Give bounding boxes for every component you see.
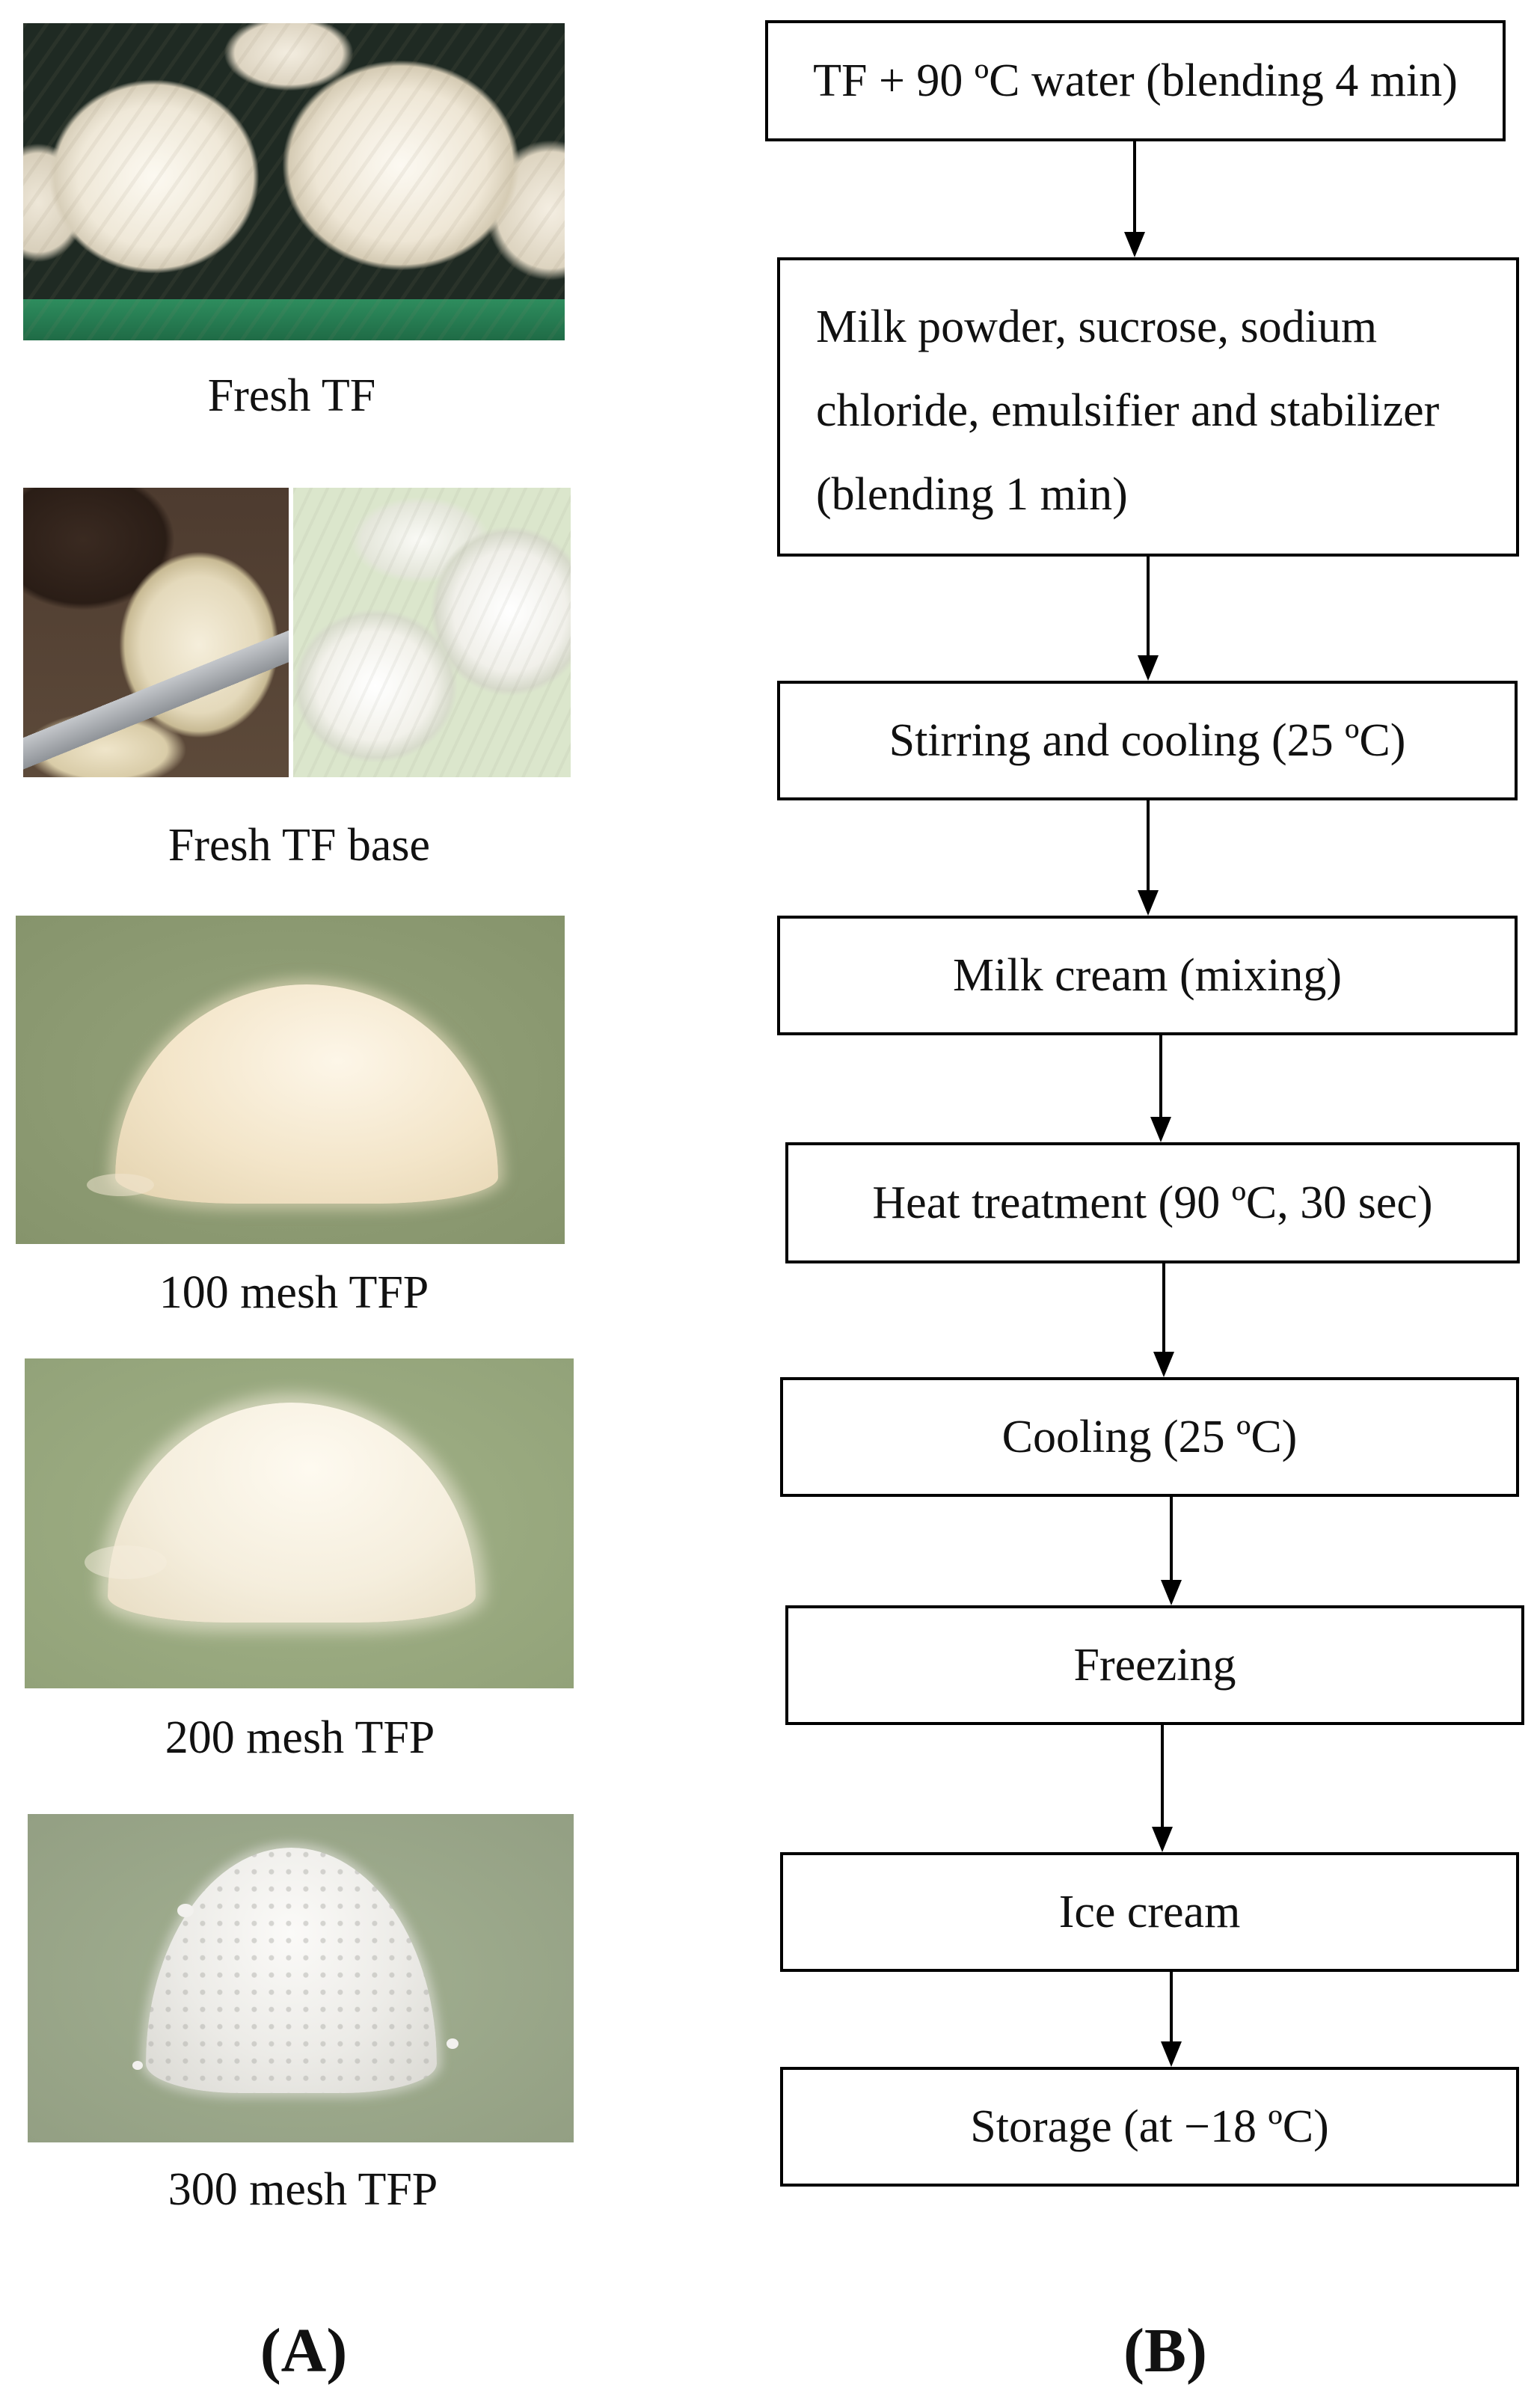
powder-scatter bbox=[85, 1545, 167, 1579]
powder-scatter bbox=[87, 1174, 154, 1196]
step-text-line-2: chloride, emulsifier and stabilizer bbox=[816, 385, 1440, 436]
step-text-line-3: (blending 1 min) bbox=[816, 469, 1128, 520]
arrow-7 bbox=[1152, 1725, 1173, 1852]
arrow-5 bbox=[1153, 1263, 1174, 1377]
step-ice-cream: Ice cream bbox=[780, 1852, 1519, 1972]
step-text: Ice cream bbox=[1058, 1887, 1241, 1937]
step-text: Freezing bbox=[1073, 1640, 1236, 1691]
step-text: Heat treatment (90 ºC, 30 sec) bbox=[872, 1177, 1433, 1228]
step-freezing: Freezing bbox=[785, 1605, 1524, 1725]
powder-granule bbox=[447, 2038, 458, 2049]
step-text: Storage (at −18 ºC) bbox=[970, 2101, 1329, 2152]
arrow-4 bbox=[1150, 1035, 1171, 1142]
photo-100-mesh-tfp bbox=[16, 916, 565, 1244]
step-cooling: Cooling (25 ºC) bbox=[780, 1377, 1519, 1497]
photo-300-mesh-tfp bbox=[28, 1814, 574, 2142]
photo-fresh-tf-base bbox=[293, 488, 571, 777]
caption-fresh-tf: Fresh TF bbox=[207, 370, 376, 421]
caption-200-mesh-tfp: 200 mesh TFP bbox=[165, 1712, 435, 1763]
step-blending-water: TF + 90 ºC water (blending 4 min) bbox=[765, 20, 1506, 141]
caption-fresh-tf-base: Fresh TF base bbox=[168, 820, 431, 871]
powder-granule bbox=[177, 1904, 194, 1917]
step-text: Milk cream (mixing) bbox=[953, 950, 1342, 1001]
step-add-ingredients: Milk powder, sucrose, sodium chloride, e… bbox=[777, 257, 1519, 557]
caption-100-mesh-tfp: 100 mesh TFP bbox=[159, 1267, 429, 1318]
step-text: Cooling (25 ºC) bbox=[1001, 1412, 1298, 1462]
photo-200-mesh-tfp bbox=[25, 1358, 574, 1688]
step-heat-treatment: Heat treatment (90 ºC, 30 sec) bbox=[785, 1142, 1520, 1263]
arrow-3 bbox=[1138, 800, 1159, 916]
step-text-line-1: Milk powder, sucrose, sodium bbox=[816, 301, 1378, 352]
caption-300-mesh-tfp: 300 mesh TFP bbox=[168, 2164, 438, 2215]
step-stirring-cooling: Stirring and cooling (25 ºC) bbox=[777, 681, 1518, 800]
arrow-2 bbox=[1138, 557, 1159, 681]
powder-granule bbox=[132, 2061, 143, 2070]
photo-fresh-tf bbox=[23, 23, 565, 340]
step-text: Stirring and cooling (25 ºC) bbox=[889, 715, 1406, 766]
panel-b-label: (B) bbox=[1123, 2316, 1207, 2386]
step-storage: Storage (at −18 ºC) bbox=[780, 2067, 1519, 2187]
photo-fresh-tf-base-cutting bbox=[23, 488, 289, 777]
panel-a-label: (A) bbox=[260, 2316, 348, 2386]
step-text: TF + 90 ºC water (blending 4 min) bbox=[813, 55, 1458, 106]
arrow-1 bbox=[1124, 141, 1145, 257]
step-milk-cream: Milk cream (mixing) bbox=[777, 916, 1518, 1035]
arrow-8 bbox=[1161, 1972, 1182, 2067]
arrow-6 bbox=[1161, 1497, 1182, 1605]
